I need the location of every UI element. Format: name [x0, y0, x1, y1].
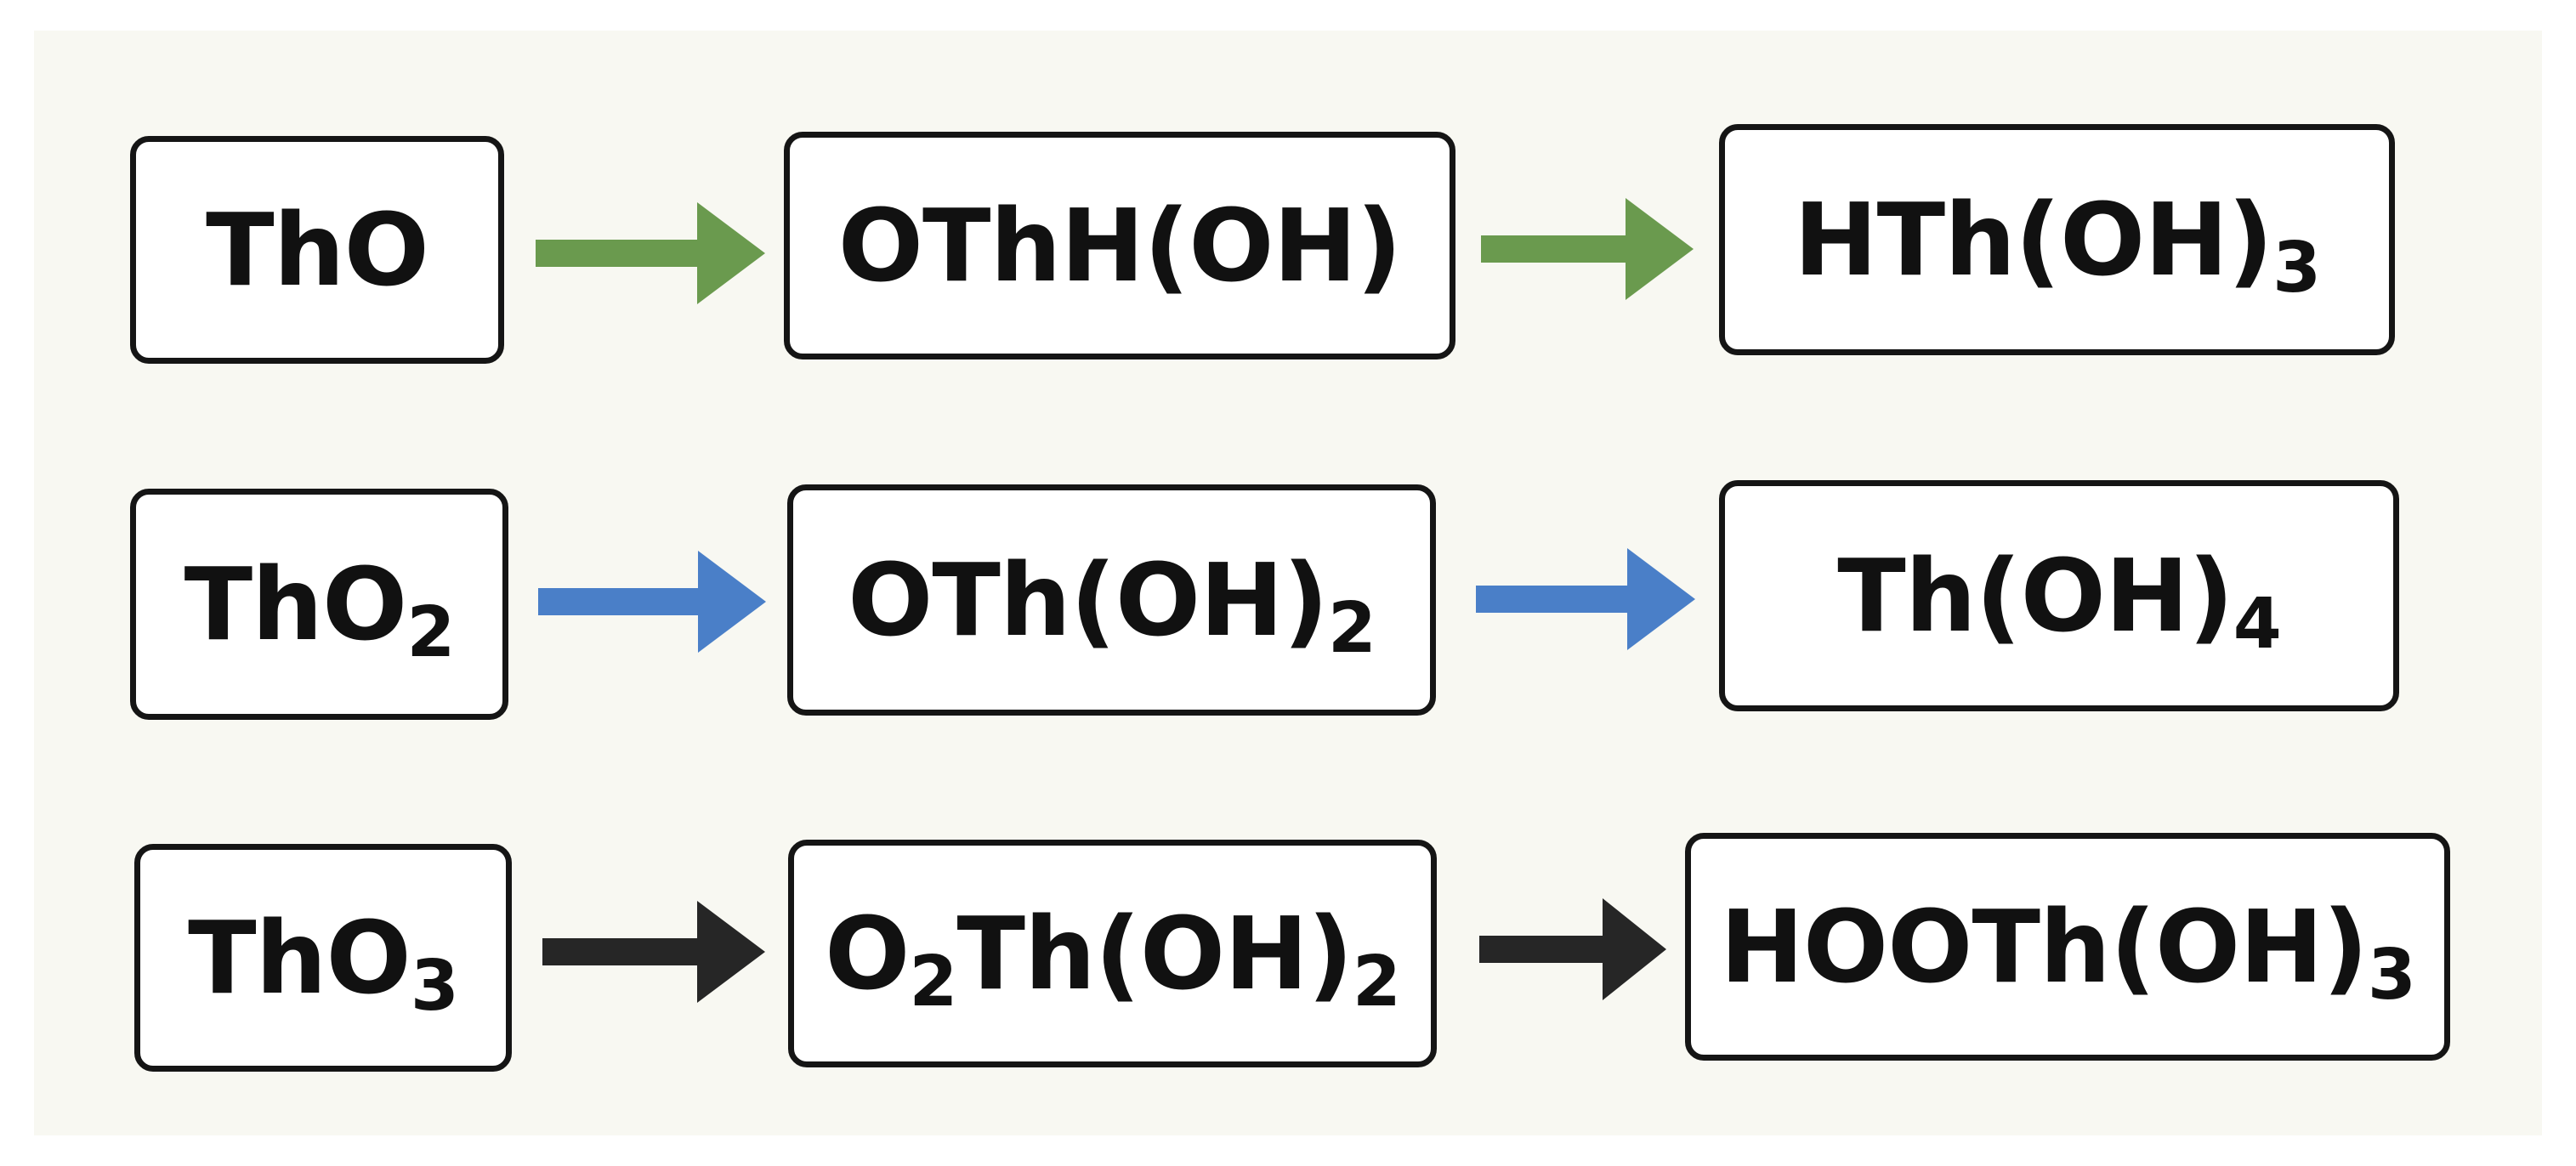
arrow-right-icon [1479, 898, 1666, 1000]
arrow-shape [538, 551, 766, 653]
arrow-shape [542, 901, 765, 1003]
arrow-right-icon [1481, 198, 1694, 300]
formula-text: ThO [188, 899, 411, 1016]
species-box-th-oh-4: Th(OH)4 [1719, 480, 2399, 711]
species-box-tho: ThO [130, 136, 504, 364]
formula-text: Th(OH) [956, 895, 1353, 1012]
formula-text: ThO [184, 546, 408, 663]
formula-text: HTh(OH) [1793, 181, 2273, 298]
arrow-shape [1476, 548, 1695, 650]
species-box-hth-oh-3: HTh(OH)3 [1719, 124, 2395, 355]
species-box-hooth-oh-3: HOOTh(OH)3 [1685, 833, 2450, 1061]
arrow-shape [1481, 198, 1694, 300]
formula-text: OThH(OH) [837, 187, 1402, 304]
species-box-othh-oh: OThH(OH) [784, 132, 1455, 359]
formula-text: ThO [206, 191, 429, 308]
formula-text: HOOTh(OH) [1720, 888, 2369, 1005]
formula-prefix: O [825, 895, 910, 1012]
species-box-oth-oh-2: OTh(OH)2 [787, 484, 1436, 716]
arrow-right-icon [536, 202, 765, 304]
arrow-right-icon [538, 551, 766, 653]
arrow-shape [1479, 898, 1666, 1000]
arrow-right-icon [1476, 548, 1695, 650]
arrow-shape [536, 202, 765, 304]
formula-text: OTh(OH) [848, 541, 1329, 659]
formula-text: Th(OH) [1837, 537, 2233, 654]
arrow-right-icon [542, 901, 765, 1003]
